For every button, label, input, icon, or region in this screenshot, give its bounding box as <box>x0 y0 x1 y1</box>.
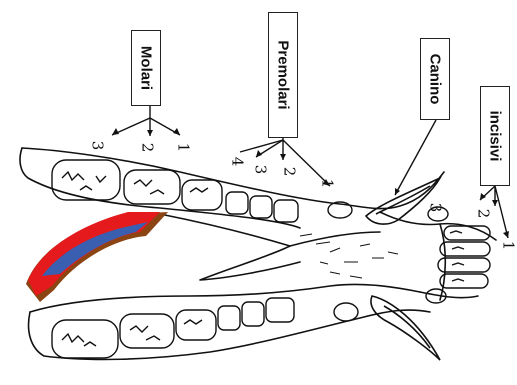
molari-number-2: 2 <box>139 143 154 153</box>
premolari-label: Premolari <box>275 40 292 109</box>
molari-label: Molari <box>138 46 155 90</box>
canino-label-box: Canino <box>420 38 450 120</box>
incisor-2 <box>440 242 490 256</box>
molari-label-box: Molari <box>131 30 161 106</box>
premolari-number-4: 4 <box>229 157 244 167</box>
molar-upper-1 <box>182 180 222 210</box>
premolari-label-box: Premolari <box>268 12 298 138</box>
incisivi-label: incisivi <box>487 111 504 162</box>
molar-lower-3 <box>52 320 118 358</box>
incisivi-number-3: 3 <box>427 203 442 213</box>
canino-label: Canino <box>427 54 444 105</box>
premolari-number-2: 2 <box>281 167 296 177</box>
molar-lower-2 <box>120 314 174 348</box>
highlight-band <box>26 212 168 302</box>
incisivi-number-2: 2 <box>475 209 490 219</box>
incisivi-label-box: incisivi <box>480 86 510 186</box>
molari-number-1: 1 <box>175 143 190 153</box>
leader-lines <box>112 105 508 238</box>
lower-branch-outline <box>30 284 420 312</box>
molar-lower-1 <box>176 310 216 340</box>
molar-upper-3 <box>52 160 120 200</box>
premolari-number-3: 3 <box>252 165 267 175</box>
molar-upper-2 <box>124 170 180 204</box>
incisivi-number-1: 1 <box>500 241 515 251</box>
premolari-number-1: 1 <box>319 179 334 189</box>
molari-number-3: 3 <box>89 141 104 151</box>
canine-lower <box>371 296 440 360</box>
